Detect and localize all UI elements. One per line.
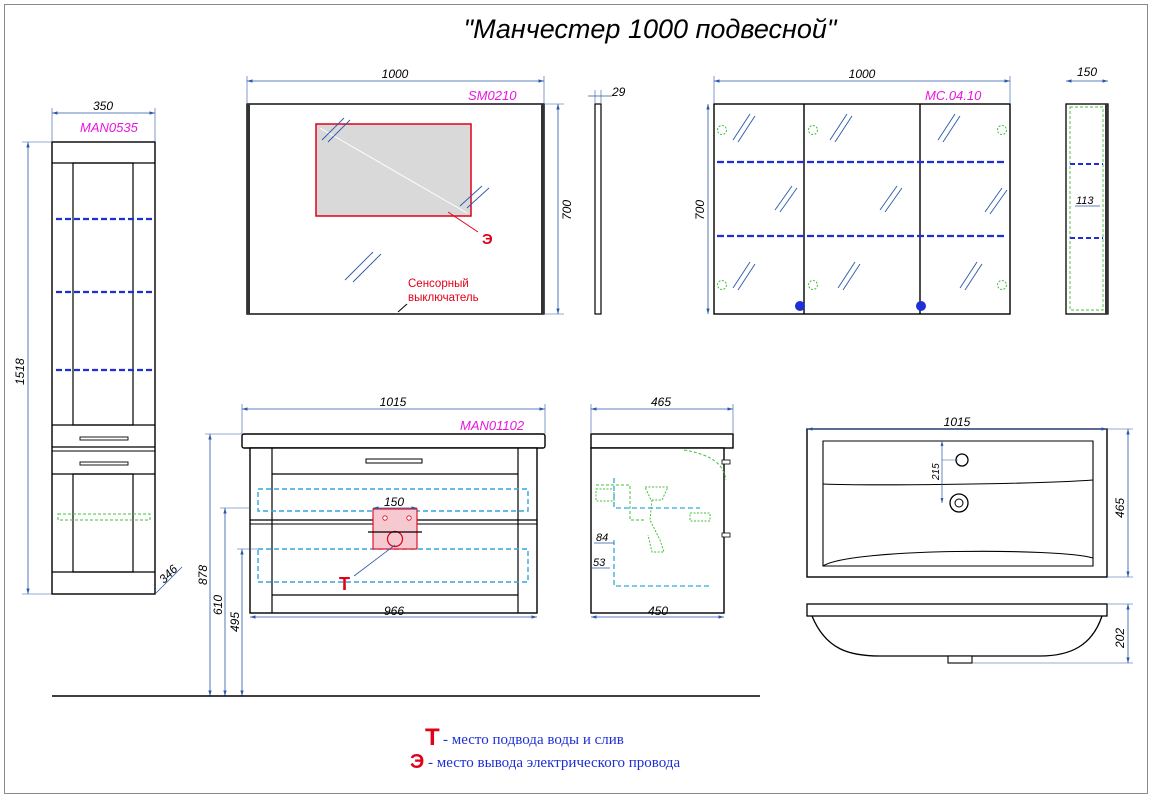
vanity-inner-width-dim: 966 <box>384 604 404 618</box>
drawing-frame <box>4 4 1148 794</box>
legend: Т - место подвода воды и слив Э - место … <box>410 724 680 773</box>
vanity-code: MAN01102 <box>460 418 525 433</box>
mirror-width-dim: 1000 <box>382 67 409 81</box>
sink-top-view: 215 1015 465 <box>806 415 1133 578</box>
cabinet-code: MC.04.10 <box>925 88 982 103</box>
side-bottom-depth-dim: 450 <box>648 604 668 618</box>
vanity-t-marker: Т <box>339 574 350 594</box>
cabinet-height-dim: 700 <box>693 200 707 220</box>
mirror-cabinet-view: MC.04.10 1000 700 150 113 <box>693 65 1109 315</box>
vanity-front-view: Т 150 MAN01102 1015 966 878 610 495 <box>52 395 760 697</box>
vanity-width-dim: 1015 <box>380 395 407 409</box>
column-height-dim: 1518 <box>13 358 27 385</box>
legend-t-text: - место подвода воды и слив <box>443 732 624 748</box>
pipe-zone-dim: 150 <box>384 495 404 509</box>
dim-84: 84 <box>596 532 608 544</box>
shelf-gap-dim: 113 <box>1076 195 1094 207</box>
mirror-code: SM0210 <box>468 88 517 103</box>
mirror-e-marker: Э <box>482 231 493 248</box>
mirror-depth-dim: 29 <box>611 85 626 99</box>
column-depth-dim: 346 <box>156 562 180 586</box>
sink-hole-dim: 215 <box>931 463 942 481</box>
switch-label-1: Сенсорный <box>408 278 469 290</box>
cabinet-width-dim: 1000 <box>849 67 876 81</box>
dim-53: 53 <box>593 557 606 569</box>
side-top-depth-dim: 465 <box>651 395 671 409</box>
legend-t-symbol: Т <box>425 724 440 751</box>
drawing-title: "Манчестер 1000 подвесной" <box>463 14 837 44</box>
sink-width-dim: 1015 <box>944 415 971 429</box>
mirror-height-dim: 700 <box>560 200 574 220</box>
sink-depth-dim: 465 <box>1113 498 1127 518</box>
height-low-dim: 495 <box>228 612 242 632</box>
height-mid-dim: 610 <box>211 595 225 615</box>
sink-side-view: 202 <box>806 603 1133 664</box>
column-width-dim: 350 <box>93 99 113 113</box>
height-total-dim: 878 <box>196 565 210 585</box>
mirror-view: Э SM0210 Сенсорный выключатель 1000 700 … <box>246 67 626 315</box>
cabinet-depth-dim: 150 <box>1077 65 1097 79</box>
column-view: MAN0535 350 1518 346 <box>13 99 183 595</box>
column-code: MAN0535 <box>80 120 139 135</box>
vanity-side-view: 465 450 84 53 <box>590 395 734 619</box>
legend-e-text: - место вывода электрического провода <box>428 755 680 771</box>
sink-height-dim: 202 <box>1113 628 1127 649</box>
switch-label-2: выключатель <box>408 292 479 304</box>
legend-e-symbol: Э <box>410 751 424 773</box>
